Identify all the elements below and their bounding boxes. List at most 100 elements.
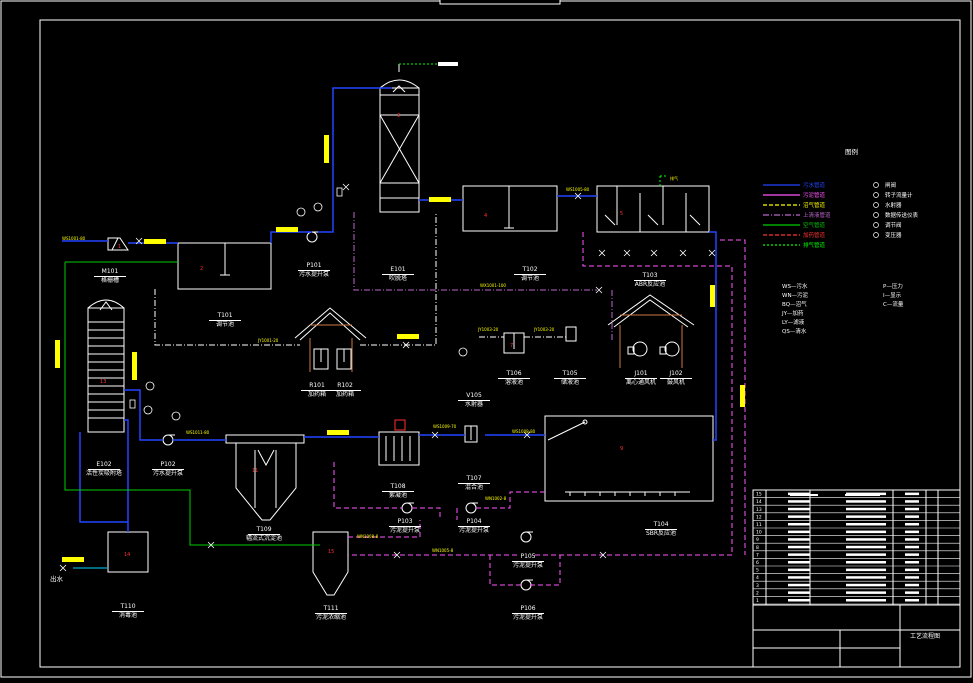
legend-instrument-code: C—流量 (883, 300, 904, 308)
title-row-text-block (846, 492, 886, 496)
title-row-text-block (846, 561, 886, 564)
svg-text:WN1002-8: WN1002-8 (485, 496, 507, 501)
instruments (129, 187, 468, 421)
legend-code: JY—加药 (781, 309, 804, 317)
svg-text:2: 2 (200, 266, 203, 272)
svg-text:JY1003-20: JY1003-20 (533, 327, 555, 332)
supernatant-pipelines (353, 212, 613, 340)
equipment-code: P104 (458, 518, 490, 527)
title-row-text-block (788, 500, 810, 503)
title-row-text-block (846, 500, 886, 503)
abr-reactor-t103 (596, 175, 710, 233)
equipment-name: 混合池 (464, 484, 483, 491)
equipment-numbers: 1 2 3 4 5 13 11 9 14 15 7 (100, 113, 623, 558)
title-row-text-block (905, 538, 919, 541)
equipment-code: T110 (112, 603, 144, 612)
legend-symbol-label: 调节阀 (885, 221, 902, 229)
drawing-title: 工艺流程图 (910, 632, 940, 640)
legend-line-label: 污泥管道 (803, 191, 826, 199)
legend-code: QS—清水 (782, 327, 807, 335)
title-row-text-block (788, 515, 810, 518)
title-row-text-block (905, 599, 919, 602)
title-row-number: 7 (756, 552, 759, 558)
outlet-label: 出水 (50, 575, 63, 583)
equipment-code: T106 (498, 370, 530, 379)
svg-text:5: 5 (620, 211, 623, 217)
title-row-text-block (788, 599, 810, 602)
equipment-code: P102 (152, 461, 184, 470)
title-row-text-block (905, 576, 919, 579)
line-tags (55, 135, 745, 562)
title-row-number: 12 (756, 514, 762, 520)
title-row-text-block (846, 583, 886, 587)
title-row-number: 11 (756, 522, 762, 528)
title-row-text-block (846, 553, 886, 556)
inner-border (39, 19, 961, 668)
legend-line-label: 污水管道 (803, 181, 826, 189)
equipment-name: 格栅槽 (100, 277, 119, 284)
title-row-text-block (905, 553, 919, 556)
svg-text:WS1001-80: WS1001-80 (62, 236, 86, 241)
legend-instrument-code: P—压力 (883, 282, 903, 290)
title-row-text-block (846, 523, 886, 526)
solution-tank-t106 (503, 332, 525, 354)
equipment-code: P106 (512, 605, 544, 614)
svg-text:JY1003-20: JY1003-20 (477, 327, 499, 332)
svg-text:1: 1 (118, 244, 121, 250)
legend-line-label: 排气管道 (803, 241, 826, 249)
title-row-number: 6 (756, 560, 759, 566)
flocculation-tank-t108 (378, 419, 420, 466)
stripping-tower-e101 (379, 62, 458, 213)
title-row-text-block (846, 568, 886, 572)
title-row-number: 4 (756, 575, 759, 581)
title-row-text-block (905, 583, 919, 587)
title-row-text-block (788, 523, 810, 526)
title-row-text-block (788, 492, 810, 496)
equipment-name: 调节池 (215, 321, 234, 328)
equipment-name: 污泥提升泵 (458, 527, 489, 534)
title-row-text-block (846, 599, 886, 602)
equipment-name: 溶液池 (504, 379, 523, 386)
title-row-text-block (788, 538, 810, 541)
equipment-code: T101 (209, 312, 241, 321)
title-row-text-block (788, 576, 810, 579)
title-row-number: 3 (756, 583, 759, 589)
svg-text:排气: 排气 (670, 175, 678, 181)
legend-symbol-icon (873, 182, 879, 188)
equipment-code: J102 (660, 370, 692, 379)
svg-text:WX1001-100: WX1001-100 (480, 283, 506, 288)
legend-symbol-icon (873, 232, 879, 238)
svg-text:WN1005-8: WN1005-8 (432, 548, 454, 553)
svg-text:WS1011-80: WS1011-80 (186, 430, 210, 435)
equipment-name: 鼓风机 (666, 379, 685, 386)
svg-text:13: 13 (100, 379, 106, 385)
svg-text:14: 14 (124, 552, 130, 558)
equipment-name: 加药箱 (335, 391, 354, 398)
title-row-text-block (905, 515, 919, 518)
svg-text:JY1001-20: JY1001-20 (257, 338, 279, 343)
title-row-text-block (905, 507, 919, 511)
title-row-text-block (905, 523, 919, 526)
title-row-number: 1 (756, 598, 759, 604)
legend-title: 图例 (845, 147, 858, 156)
mixing-tank-t107 (464, 425, 478, 443)
title-row-text-block (905, 545, 919, 549)
equipment-code: T111 (315, 605, 347, 614)
title-row-number: 5 (756, 568, 759, 574)
equipment-code: T103 (634, 272, 666, 281)
equipment-name: 水射器 (464, 401, 483, 408)
equipment-name: 调节池 (520, 275, 539, 282)
equipment-code: T102 (514, 266, 546, 275)
legend-code: WS—污水 (782, 282, 808, 290)
equipment-name: 辐流式沉淀池 (245, 535, 282, 542)
